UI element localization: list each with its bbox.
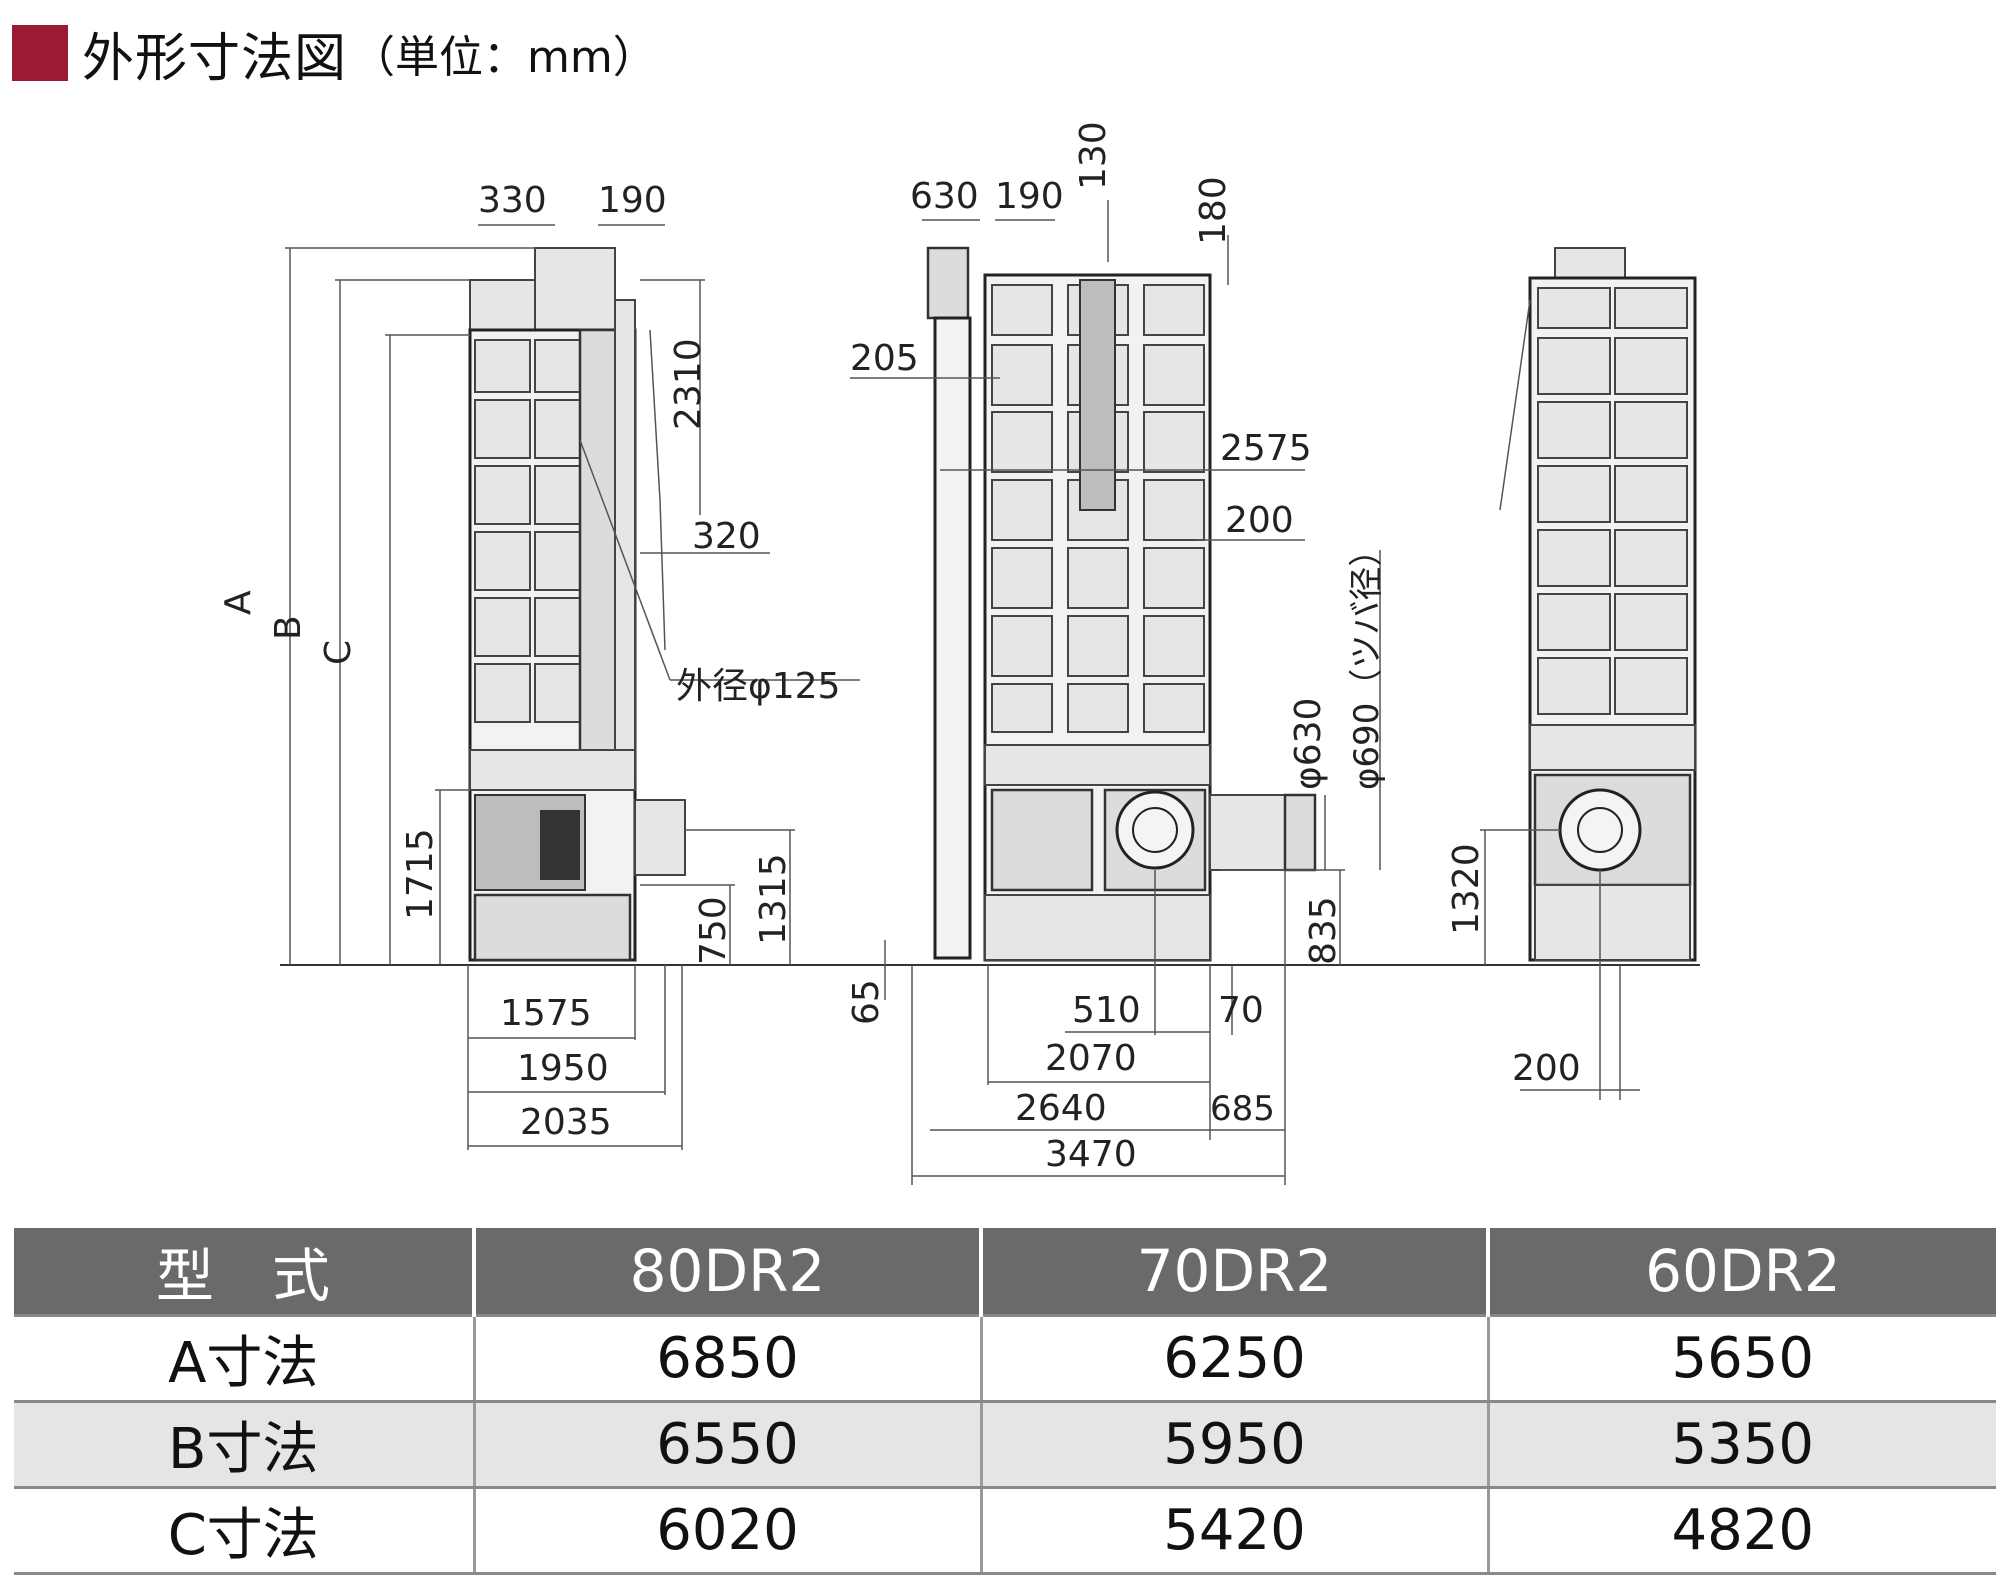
label-a: A: [218, 590, 259, 615]
heading-title: 外形寸法図: [82, 28, 348, 89]
cell: 6250: [981, 1315, 1490, 1403]
heading-marker-icon: [12, 25, 68, 81]
side-exhaust-duct: [1209, 794, 1296, 871]
side-base-band: [984, 744, 1211, 786]
dim-180: 180: [1193, 176, 1234, 245]
front-burner: [540, 810, 580, 880]
dim-2070: 2070: [1045, 1038, 1137, 1079]
dim-320: 320: [692, 516, 761, 557]
cell: 5950: [981, 1401, 1490, 1489]
dim-190-front: 190: [598, 180, 667, 221]
dim-1715: 1715: [400, 828, 441, 920]
dim-685: 685: [1210, 1089, 1275, 1129]
dim-1950: 1950: [517, 1048, 609, 1089]
row-label-b: B寸法: [14, 1401, 476, 1489]
spec-table: 型 式 80DR2 70DR2 60DR2 A寸法 6850 6250 5650…: [14, 1228, 1996, 1575]
dim-65: 65: [846, 979, 887, 1025]
rear-fan-icon: [1558, 788, 1642, 872]
cell: 6850: [474, 1315, 983, 1403]
dim-duct-630: φ630: [1288, 698, 1329, 790]
row-label-c: C寸法: [14, 1487, 476, 1575]
table-row: A寸法 6850 6250 5650: [14, 1315, 1996, 1403]
dim-1575: 1575: [500, 993, 592, 1034]
dim-205: 205: [850, 338, 919, 379]
dimension-drawing: 330 190 A B C 2310 320 外径φ125 1715 1315 …: [218, 121, 1700, 1185]
dim-3470: 3470: [1045, 1134, 1137, 1175]
dim-630-top: 630: [910, 176, 979, 217]
page-heading: 外形寸法図 （単位：mm）: [12, 18, 657, 89]
rear-view: 1320 200: [1446, 247, 1697, 1100]
heading-unit: （単位：mm）: [351, 32, 657, 83]
header-60dr2: 60DR2: [1488, 1228, 1996, 1317]
side-exhaust-flange: [1283, 793, 1317, 872]
side-fan-icon: [1115, 790, 1195, 870]
front-tank-panels: [474, 339, 581, 723]
front-view: 330 190 A B C 2310 320 外径φ125 1715 1315 …: [218, 180, 860, 1150]
dim-130: 130: [1073, 121, 1114, 190]
spec-table-header: 型 式 80DR2 70DR2 60DR2: [14, 1228, 1996, 1317]
header-70dr2: 70DR2: [981, 1228, 1490, 1317]
rear-top-box: [1554, 247, 1626, 279]
dim-2035: 2035: [520, 1102, 612, 1143]
dim-pipe-diameter: 外径φ125: [676, 666, 840, 707]
dim-510: 510: [1072, 990, 1141, 1031]
cell: 5650: [1488, 1315, 1996, 1403]
front-base-band: [469, 749, 636, 791]
cell: 4820: [1488, 1487, 1996, 1575]
cell: 6550: [474, 1401, 983, 1489]
front-top-box-right: [534, 247, 616, 331]
dim-2575: 2575: [1220, 428, 1312, 469]
row-label-a: A寸法: [14, 1315, 476, 1403]
cell: 5350: [1488, 1401, 1996, 1489]
side-view: 630 190 130 180 205 2575 200 φ630 φ690（ツ…: [846, 121, 1387, 1185]
dim-1320: 1320: [1446, 843, 1487, 935]
side-elevator-head: [926, 246, 970, 320]
table-row: B寸法 6550 5950 5350: [14, 1401, 1996, 1489]
side-ladder: [1079, 279, 1116, 511]
rear-tank-panels: [1537, 287, 1688, 715]
side-elevator: [933, 316, 972, 960]
cell: 5420: [981, 1487, 1490, 1575]
rear-base: [1534, 884, 1691, 961]
side-base: [984, 894, 1211, 961]
dim-200-side: 200: [1225, 500, 1294, 541]
header-80dr2: 80DR2: [474, 1228, 983, 1317]
header-model: 型 式: [14, 1228, 476, 1317]
front-elevator-pipe: [614, 299, 636, 761]
dim-330: 330: [478, 180, 547, 221]
dim-750: 750: [693, 896, 734, 965]
cell: 6020: [474, 1487, 983, 1575]
rear-base-band: [1529, 724, 1696, 771]
front-duct: [634, 799, 686, 876]
label-b: B: [268, 615, 309, 640]
dim-200-rear: 200: [1512, 1048, 1581, 1089]
label-c: C: [318, 640, 359, 665]
side-tank-panels: [991, 284, 1205, 733]
dim-190-side: 190: [995, 176, 1064, 217]
front-motor-block: [473, 893, 632, 962]
dim-835: 835: [1303, 896, 1344, 965]
dim-70: 70: [1218, 990, 1264, 1031]
dim-duct-690: φ690（ツバ径）: [1347, 533, 1387, 790]
side-control-box: [990, 788, 1094, 892]
table-row: C寸法 6020 5420 4820: [14, 1487, 1996, 1575]
dim-1315: 1315: [753, 853, 794, 945]
dim-2310: 2310: [668, 338, 709, 430]
dim-2640: 2640: [1015, 1088, 1107, 1129]
